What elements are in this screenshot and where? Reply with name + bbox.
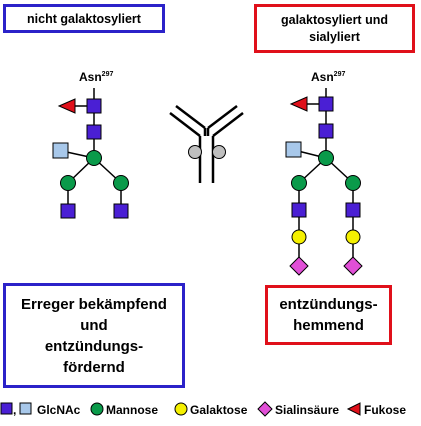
glcnac-square-icon (0, 402, 13, 415)
mannose-circle-icon (291, 175, 307, 191)
left-glycan: Asn297 (52, 70, 129, 219)
proinflammatory-effect-box: Erreger bekämpfend und entzündungs- förd… (3, 283, 185, 388)
galactose-circle-icon (291, 229, 307, 245)
glcnac-square-icon (113, 203, 129, 219)
glcnac-bisecting-square-icon (19, 402, 32, 415)
not-galactosylated-label: nicht galaktosyliert (27, 11, 141, 26)
mannose-circle-icon (318, 150, 334, 166)
right-asn-label: Asn297 (311, 70, 345, 84)
mannose-circle-icon (86, 150, 102, 166)
mannose-circle-icon (90, 402, 104, 416)
galactosylated-label-line1: galaktosyliert und (281, 12, 388, 27)
legend-symbols (0, 401, 361, 417)
glcnac-square-icon (86, 98, 102, 114)
mannose-circle-icon (113, 175, 129, 191)
galactose-circle-icon (174, 402, 188, 416)
antibody-icon (169, 105, 244, 183)
glcnac-square-icon (318, 96, 334, 112)
galactosylated-label-box: galaktosyliert und sialyliert (254, 4, 415, 53)
glcnac-square-icon (291, 202, 307, 218)
effect-left-line-3: entzündungs- (44, 337, 144, 355)
fucose-triangle-icon (57, 98, 76, 114)
legend: , GlcNAc Mannose Galaktose Sialinsäure F… (0, 399, 421, 421)
effect-right-line-1: entzündungs- (279, 296, 378, 313)
galactose-circle-icon (345, 229, 361, 245)
effect-left-line-4: fördernd (63, 358, 125, 376)
effect-left-line-2: und (80, 316, 108, 334)
mannose-circle-icon (345, 175, 361, 191)
glcnac-square-icon (345, 202, 361, 218)
right-glycan: Asn297 (285, 70, 363, 276)
antiinflammatory-effect-box: entzündungs- hemmend (265, 285, 392, 345)
legend-sialic-acid: Sialinsäure (275, 403, 340, 417)
effect-right-line-2: hemmend (293, 317, 364, 334)
glcnac-square-icon (318, 123, 334, 139)
glycan-diagram: Asn297 Asn297 (52, 70, 363, 276)
glcnac-square-icon (60, 203, 76, 219)
legend-separator: , (13, 403, 17, 417)
mannose-circle-icon (60, 175, 76, 191)
glcnac-square-icon (86, 124, 102, 140)
legend-mannose: Mannose (106, 403, 159, 417)
effect-left-line-1: Erreger bekämpfend (21, 295, 167, 313)
left-asn-label: Asn297 (79, 70, 113, 84)
legend-fucose: Fukose (364, 403, 407, 417)
sialic-acid-diamond-icon (343, 256, 363, 276)
galactosylated-label-line2: sialyliert (309, 29, 360, 44)
glcnac-bisecting-square-icon (285, 141, 302, 158)
legend-galactose: Galaktose (190, 403, 248, 417)
sialic-acid-diamond-icon (289, 256, 309, 276)
sialic-acid-diamond-icon (257, 401, 273, 417)
not-galactosylated-label-box: nicht galaktosyliert (3, 4, 165, 33)
fucose-triangle-icon (346, 402, 361, 416)
glcnac-bisecting-square-icon (52, 142, 69, 159)
fucose-triangle-icon (289, 96, 308, 112)
legend-glcnac: GlcNAc (37, 403, 81, 417)
